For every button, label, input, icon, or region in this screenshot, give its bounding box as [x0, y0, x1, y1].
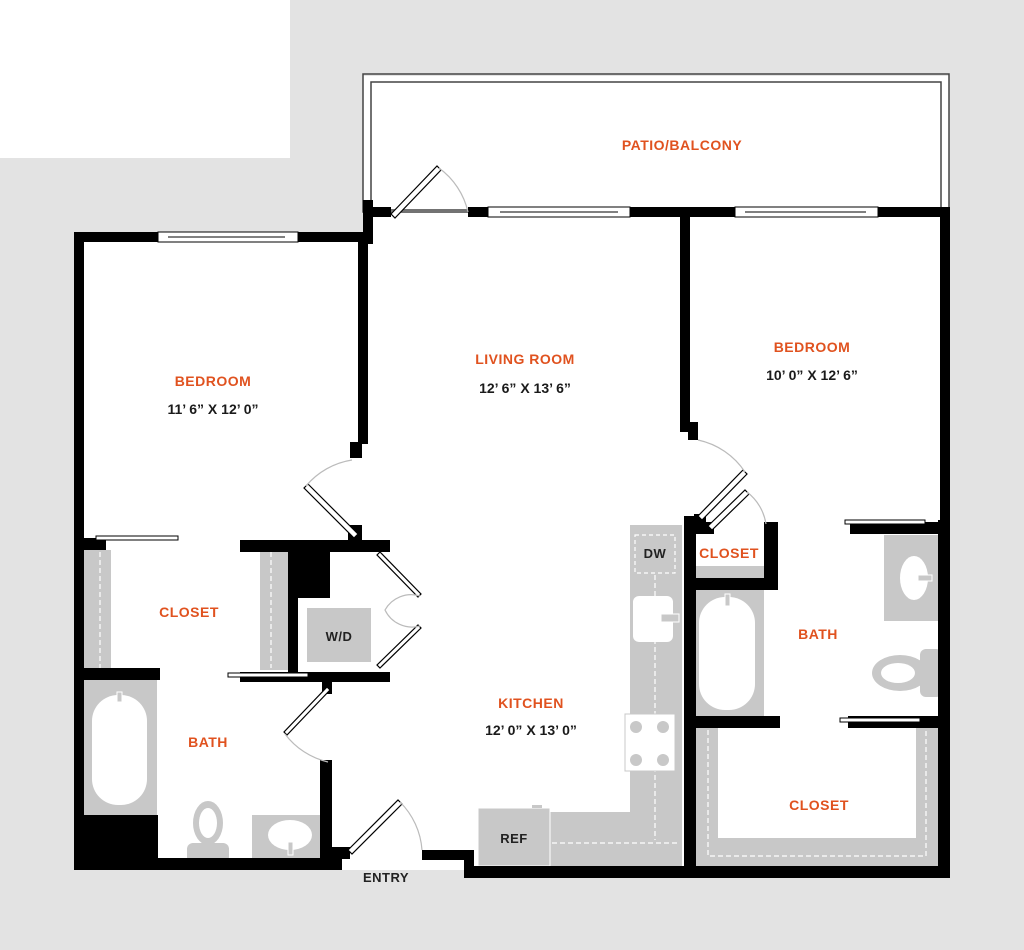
stove — [624, 713, 676, 772]
entry-door — [347, 799, 423, 855]
living-room-dimensions: 12’ 6” X 13’ 6” — [479, 380, 571, 396]
kitchen-dimensions: 12’ 0” X 13’ 0” — [485, 722, 577, 738]
washer-dryer-label: W/D — [326, 629, 353, 644]
patio-label: PATIO/BALCONY — [622, 137, 742, 153]
bedroom-right-label: BEDROOM — [774, 339, 851, 355]
kitchen-sink — [633, 596, 673, 642]
dishwasher — [634, 534, 676, 574]
doors — [95, 165, 926, 855]
dishwasher-label: DW — [644, 546, 667, 561]
windows — [157, 206, 879, 243]
bath-left-base — [80, 815, 158, 865]
bedroom-right-dimensions: 10’ 0” X 12’ 6” — [766, 367, 858, 383]
closet-right-door — [707, 489, 767, 531]
bedroom-left-door — [303, 459, 359, 539]
entry-label: ENTRY — [363, 870, 409, 885]
labels: PATIO/BALCONY LIVING ROOM 12’ 6” X 13’ 6… — [159, 137, 858, 885]
bath-left-label: BATH — [188, 734, 228, 750]
closet-shelf-left — [83, 550, 111, 670]
bedroom-right-door — [697, 439, 748, 521]
patio-door — [390, 165, 469, 219]
closet-shelf-right — [260, 550, 288, 670]
bedroom-left-label: BEDROOM — [175, 373, 252, 389]
toilet-right — [872, 649, 942, 697]
kitchen-label: KITCHEN — [498, 695, 564, 711]
bath-left-door — [283, 686, 331, 763]
closet-left-label: CLOSET — [159, 604, 219, 620]
laundry-door — [376, 551, 422, 669]
washer-dryer — [307, 608, 371, 662]
bedroom-left-dimensions: 11’ 6” X 12’ 0” — [167, 401, 258, 417]
closet-small-right-label: CLOSET — [699, 545, 759, 561]
closet-walkin-right-label: CLOSET — [789, 797, 849, 813]
refrigerator-label: REF — [500, 831, 528, 846]
living-room-label: LIVING ROOM — [475, 351, 575, 367]
kitchen-counter — [477, 525, 682, 870]
bath-right-label: BATH — [798, 626, 838, 642]
fixtures — [80, 525, 942, 870]
